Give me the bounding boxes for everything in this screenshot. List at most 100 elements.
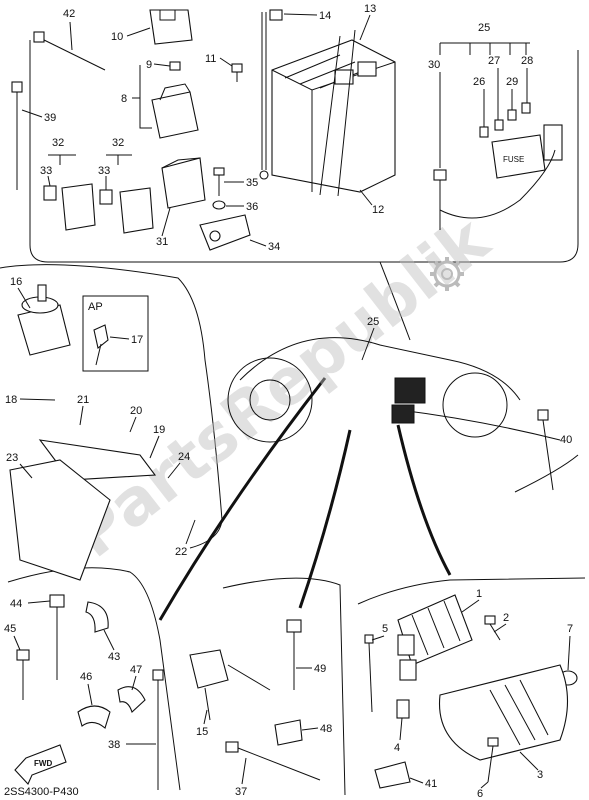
cable-tie-38	[152, 669, 164, 790]
starter-relay	[151, 61, 199, 139]
screw-35	[213, 167, 225, 196]
callout-13: 13	[364, 3, 376, 15]
clamp-45	[16, 649, 30, 700]
callout-11: 11	[205, 53, 216, 65]
clamp-46	[77, 705, 111, 729]
clamp-48	[274, 719, 303, 746]
callout-43: 43	[108, 651, 120, 663]
ap-label: AP	[88, 301, 103, 313]
relay-32a	[43, 183, 96, 231]
bracket-34	[199, 214, 251, 251]
battery-group-frame	[29, 40, 579, 263]
relay-31	[161, 157, 206, 209]
bolt-11	[231, 63, 243, 82]
relay-cover	[149, 9, 193, 45]
callout-21: 21	[77, 394, 89, 406]
callout-36: 36	[246, 201, 258, 213]
callouts: 10 42 9 8 11 14 13 12 39 32 32 33 33 31 …	[4, 3, 573, 800]
main-switch	[17, 284, 71, 356]
cable-tie-39	[11, 81, 23, 190]
battery-cable	[259, 9, 283, 180]
bolt-6	[487, 737, 499, 783]
callout-42: 42	[63, 8, 75, 20]
key-17	[93, 324, 109, 366]
fuse-box: FUSE	[433, 124, 563, 230]
callout-39: 39	[44, 112, 56, 124]
callout-9: 9	[146, 59, 152, 71]
pointer-line-40	[399, 409, 561, 441]
clamp-47	[117, 686, 146, 713]
bracket-41	[374, 761, 411, 789]
callout-15: 15	[196, 726, 208, 738]
callout-32b: 32	[112, 137, 124, 149]
pointer-line-mid	[298, 429, 352, 609]
callout-19: 19	[153, 424, 165, 436]
cable-tie-49	[286, 619, 302, 690]
clamp-44	[49, 594, 65, 680]
callout-27: 27	[488, 55, 500, 67]
relay-32b	[99, 187, 154, 234]
regulator-group-frame	[357, 577, 586, 605]
callout-23: 23	[6, 452, 18, 464]
callout-31: 31	[156, 236, 168, 248]
callout-35: 35	[246, 177, 258, 189]
cover-23	[9, 459, 111, 581]
callout-46: 46	[80, 671, 92, 683]
callout-33b: 33	[98, 165, 110, 177]
callout-34: 34	[268, 241, 280, 253]
watermark: PartsRepublik	[59, 203, 504, 573]
callout-49: 49	[314, 663, 326, 675]
callout-47: 47	[130, 664, 142, 676]
rectifier-regulator	[397, 594, 473, 681]
callout-25a: 25	[478, 22, 490, 34]
callout-48: 48	[320, 723, 332, 735]
cable-tie-37	[225, 741, 321, 781]
cable-tie-40	[537, 409, 554, 491]
callout-28: 28	[521, 55, 533, 67]
callout-41: 41	[425, 778, 437, 790]
callout-44: 44	[10, 598, 22, 610]
callout-45: 45	[4, 623, 16, 635]
damper-4	[396, 699, 410, 719]
fuse-label: FUSE	[503, 155, 524, 164]
callout-6: 6	[477, 788, 483, 800]
bike-silhouette	[227, 337, 521, 443]
sensor-group-frame	[222, 577, 346, 796]
diagram-code: 2SS4300-P430	[4, 786, 79, 798]
callout-38: 38	[108, 739, 120, 751]
callout-2: 2	[503, 612, 509, 624]
bolt-2	[484, 615, 501, 641]
battery	[271, 29, 396, 197]
callout-37: 37	[235, 786, 247, 798]
callout-30: 30	[428, 59, 440, 71]
callout-26: 26	[473, 76, 485, 88]
callout-20: 20	[130, 405, 142, 417]
callout-14: 14	[319, 10, 331, 22]
sensor-15	[189, 649, 271, 721]
cable-tie-42	[33, 31, 106, 71]
callout-25b: 25	[367, 316, 379, 328]
fwd-arrow-icon: FWD	[14, 744, 67, 785]
ap-box	[82, 295, 149, 372]
callout-16: 16	[10, 276, 22, 288]
pointer-line-right	[396, 424, 452, 576]
clip-group-frame	[7, 567, 181, 791]
fuses-26-29	[479, 102, 531, 138]
clamp-43	[85, 601, 109, 633]
washer-36	[212, 200, 226, 210]
callout-22: 22	[175, 546, 187, 558]
callout-5: 5	[382, 623, 388, 635]
tie-group-frame	[514, 454, 579, 493]
pointer-line-left	[158, 377, 327, 621]
callout-8: 8	[121, 93, 127, 105]
pointer-line-top	[379, 261, 411, 341]
callout-1: 1	[476, 588, 482, 600]
fwd-label: FWD	[34, 759, 52, 768]
callout-29: 29	[506, 76, 518, 88]
callout-17: 17	[131, 334, 143, 346]
callout-24: 24	[178, 451, 190, 463]
callout-12: 12	[372, 204, 384, 216]
callout-10: 10	[111, 31, 123, 43]
callout-40: 40	[560, 434, 572, 446]
